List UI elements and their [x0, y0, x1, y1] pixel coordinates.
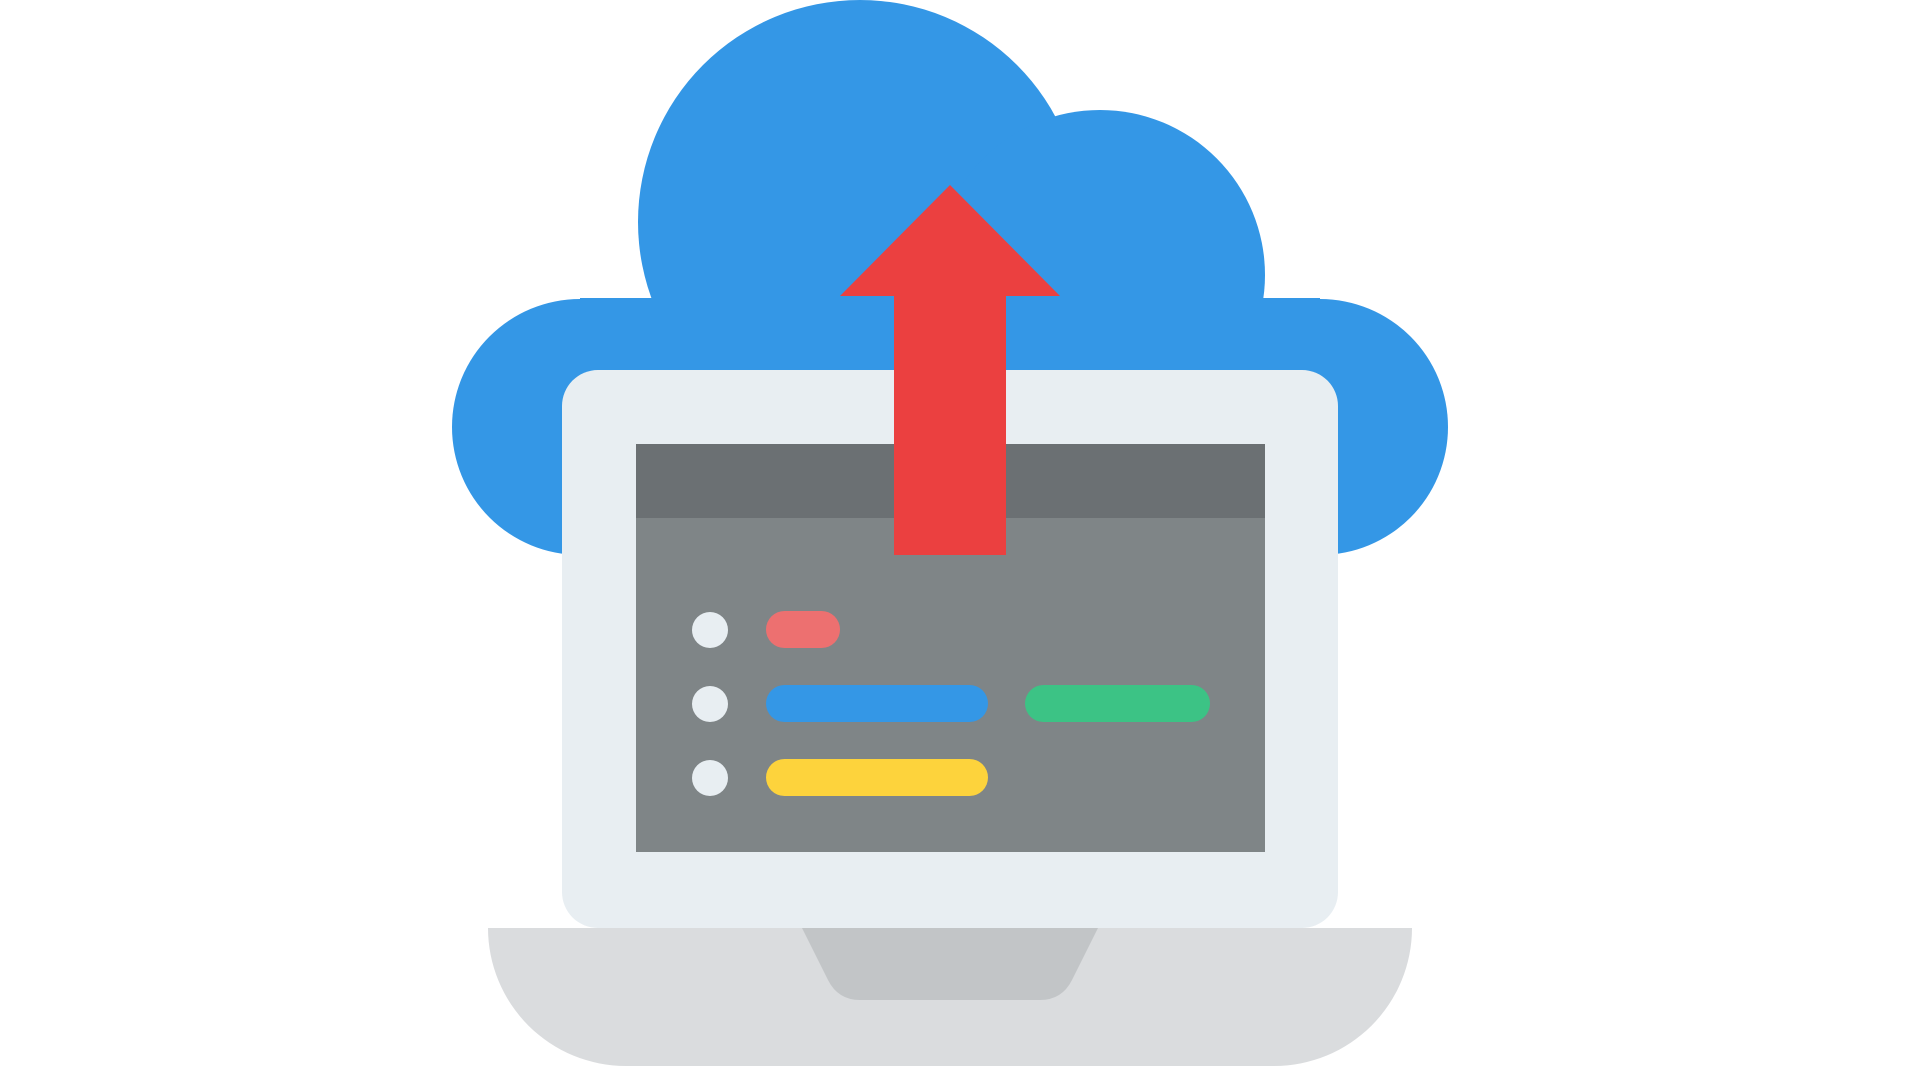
list-bar-green — [1025, 685, 1210, 722]
list-bullet-2 — [692, 686, 728, 722]
laptop-trackpad-notch — [802, 928, 1098, 1000]
list-bar-yellow — [766, 759, 988, 796]
list-bar-red — [766, 611, 840, 648]
laptop-icon — [488, 370, 1412, 1066]
list-bullet-1 — [692, 612, 728, 648]
list-bullet-3 — [692, 760, 728, 796]
list-bar-blue — [766, 685, 988, 722]
upload-arrow-icon — [840, 185, 1060, 555]
